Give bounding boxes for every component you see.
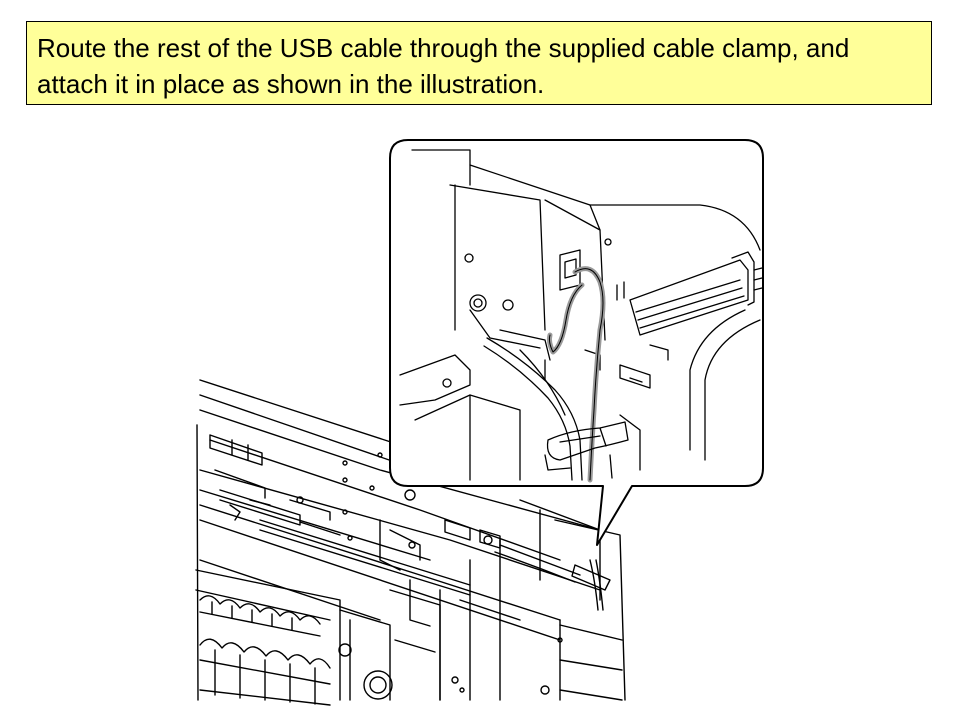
- fin-row-lower: [199, 638, 331, 706]
- fin-row-upper: [199, 595, 321, 637]
- machine-body: [195, 379, 626, 706]
- detail-callout: [389, 139, 764, 546]
- illustration: [195, 139, 764, 706]
- instruction-box: Route the rest of the USB cable through …: [26, 21, 932, 105]
- instruction-text: Route the rest of the USB cable through …: [37, 33, 850, 99]
- detail-line-art: [399, 149, 763, 483]
- cable-clamp: [546, 421, 629, 461]
